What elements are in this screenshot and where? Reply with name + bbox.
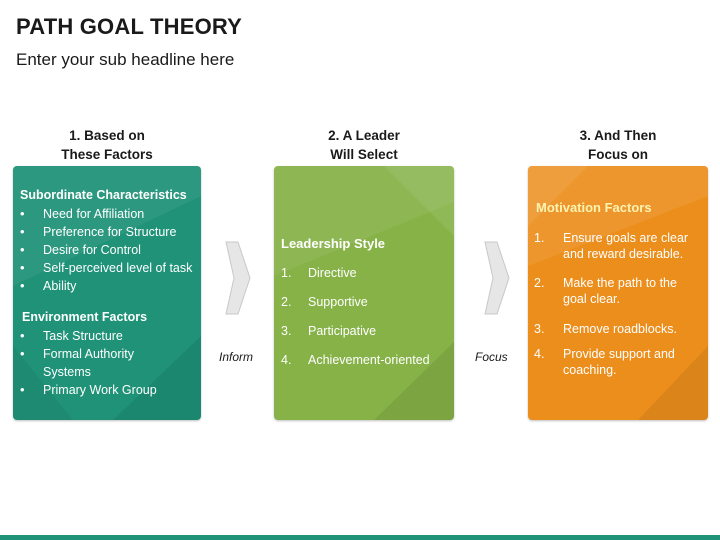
column-heading-1-line1: 1. Based on	[69, 128, 145, 143]
column-heading-3-line1: 3. And Then	[579, 128, 657, 143]
list-item: 4. Achievement-oriented	[281, 352, 451, 381]
item-text: Directive	[308, 266, 357, 280]
item-number: 4.	[534, 347, 545, 361]
bottom-accent-bar	[0, 535, 720, 540]
list-item: Ability	[13, 277, 201, 295]
list-item: Primary Work Group	[13, 381, 201, 399]
chevron-arrow-right-icon	[225, 241, 251, 315]
column-heading-2-line1: 2. A Leader	[328, 128, 400, 143]
item-number: 3.	[281, 324, 292, 338]
list-item: 2. Supportive	[281, 294, 451, 323]
leadership-style-card: Leadership Style 1. Directive 2. Support…	[274, 166, 454, 420]
card-decoration	[528, 166, 708, 420]
list-item: 2. Make the path to the goal clear.	[534, 275, 704, 321]
connector-label-focus: Focus	[475, 350, 508, 364]
item-text: Participative	[308, 324, 377, 338]
item-number: 1.	[534, 231, 545, 245]
item-text-line2: and reward desirable.	[563, 247, 684, 261]
list-item: Preference for Structure	[13, 223, 201, 241]
chevron-arrow-right-icon	[484, 241, 510, 315]
list-item: 4. Provide support and coaching.	[534, 346, 704, 386]
connector-label-inform: Inform	[219, 350, 254, 364]
list-item: Formal Authority Systems	[13, 345, 201, 381]
column-heading-2-line2: Will Select	[330, 147, 398, 162]
column-heading-2: 2. A Leader Will Select	[274, 126, 454, 164]
item-text-line2: coaching.	[563, 363, 617, 377]
item-number: 4.	[281, 353, 292, 367]
motivation-factors-list: 1. Ensure goals are clear and reward des…	[534, 230, 704, 386]
leadership-style-list: 1. Directive 2. Supportive 3. Participat…	[281, 265, 451, 381]
list-item: 1. Directive	[281, 265, 451, 294]
list-item: Need for Affiliation	[13, 205, 201, 223]
card-decoration	[274, 166, 454, 420]
item-text-line1: Remove roadblocks.	[563, 322, 677, 336]
environment-factors-title: Environment Factors	[22, 310, 148, 324]
list-item: Self-perceived level of task	[13, 259, 201, 277]
factors-card: Subordinate Characteristics Need for Aff…	[13, 166, 201, 420]
subordinate-characteristics-title: Subordinate Characteristics	[20, 188, 187, 202]
motivation-factors-title: Motivation Factors	[536, 200, 652, 215]
column-heading-3-line2: Focus on	[588, 147, 648, 162]
column-heading-3: 3. And Then Focus on	[528, 126, 708, 164]
list-item: 1. Ensure goals are clear and reward des…	[534, 230, 704, 275]
list-item-line: Systems	[43, 365, 91, 379]
environment-factors-list: Task Structure Formal Authority Systems …	[13, 327, 201, 399]
item-number: 1.	[281, 266, 292, 280]
item-text-line2: goal clear.	[563, 292, 620, 306]
motivation-factors-card: Motivation Factors 1. Ensure goals are c…	[528, 166, 708, 420]
list-item-line: Formal Authority	[43, 347, 135, 361]
item-text-line1: Ensure goals are clear	[563, 231, 689, 245]
item-text-line1: Make the path to the	[563, 276, 677, 290]
column-heading-1: 1. Based on These Factors	[17, 126, 197, 164]
list-item: 3. Remove roadblocks.	[534, 321, 704, 346]
item-text-line1: Provide support and	[563, 347, 675, 361]
leadership-style-title: Leadership Style	[281, 236, 386, 251]
list-item: Desire for Control	[13, 241, 201, 259]
subordinate-characteristics-list: Need for Affiliation Preference for Stru…	[13, 205, 201, 295]
item-number: 2.	[281, 295, 292, 309]
item-text: Supportive	[308, 295, 368, 309]
page-subtitle: Enter your sub headline here	[16, 50, 235, 69]
item-text: Achievement-oriented	[308, 353, 430, 367]
item-number: 3.	[534, 322, 545, 336]
list-item: Task Structure	[13, 327, 201, 345]
column-heading-1-line2: These Factors	[61, 147, 153, 162]
item-number: 2.	[534, 276, 545, 290]
page-title: PATH GOAL THEORY	[16, 14, 243, 39]
list-item: 3. Participative	[281, 323, 451, 352]
